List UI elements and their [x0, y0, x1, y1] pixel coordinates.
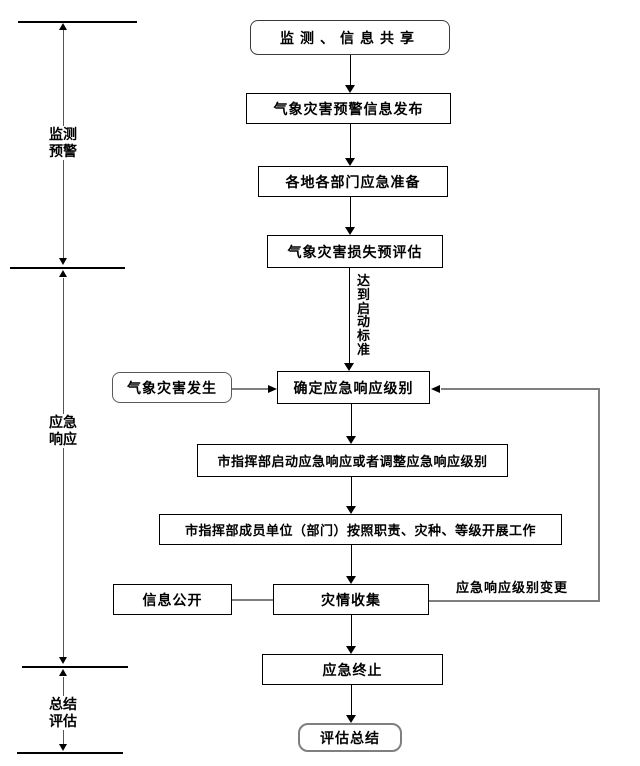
node-monitoring-info-sharing: 监测、信息共享 — [250, 20, 450, 55]
arrow-down-icon — [345, 227, 355, 235]
node-information-disclosure: 信息公开 — [113, 584, 232, 615]
node-members-carry-out-work: 市指挥部成员单位（部门）按照职责、灾种、等级开展工作 — [159, 514, 562, 545]
arrow-down-icon — [346, 506, 356, 514]
arrow-right-icon — [268, 385, 277, 393]
flow-line — [351, 545, 352, 577]
flow-line — [350, 197, 351, 228]
phase-axis-line — [63, 278, 64, 658]
connector-line — [232, 388, 269, 390]
flow-line — [351, 685, 352, 716]
phase-label-summary: 总结 评估 — [46, 696, 80, 730]
phase-label-monitoring: 监测 预警 — [46, 126, 80, 160]
flow-line — [349, 268, 350, 364]
arrow-down-icon — [59, 744, 67, 751]
phase-label-response: 应急 响应 — [46, 414, 80, 448]
flow-line — [350, 55, 351, 86]
node-disaster-info-collection: 灾情收集 — [273, 584, 429, 615]
node-evaluation-summary: 评估总结 — [298, 723, 402, 752]
node-emergency-termination: 应急终止 — [262, 654, 443, 685]
arrow-down-icon — [59, 657, 67, 664]
arrow-down-icon — [345, 158, 355, 166]
arrow-down-icon — [59, 258, 67, 265]
feedback-line-bottom — [429, 600, 600, 602]
arrow-down-icon — [346, 436, 356, 444]
phase-tick-3 — [22, 666, 128, 668]
phase-tick-bottom — [17, 752, 123, 754]
node-warning-info-release: 气象灾害预警信息发布 — [246, 93, 451, 124]
connector-line — [232, 599, 273, 601]
node-disaster-occurs: 气象灾害发生 — [112, 372, 232, 403]
phase-tick-top — [18, 21, 137, 23]
node-determine-response-level: 确定应急响应级别 — [277, 371, 430, 404]
flow-line — [351, 404, 352, 437]
arrow-left-icon — [431, 385, 440, 393]
feedback-line-right — [598, 388, 600, 602]
arrow-down-icon — [346, 646, 356, 654]
flow-line — [351, 477, 352, 507]
arrow-up-icon — [59, 270, 67, 277]
arrow-down-icon — [344, 363, 354, 371]
arrow-down-icon — [345, 85, 355, 93]
phase-tick-2 — [10, 267, 125, 269]
arrow-down-icon — [346, 715, 356, 723]
node-emergency-preparation: 各地各部门应急准备 — [258, 166, 448, 197]
edge-label-level-change: 应急响应级别变更 — [456, 580, 569, 595]
node-start-or-adjust-response: 市指挥部启动应急响应或者调整应急响应级别 — [197, 444, 508, 477]
edge-label-start-criteria: 达到启动标准 — [356, 273, 370, 357]
flow-line — [350, 124, 351, 159]
feedback-line-top — [441, 388, 600, 390]
flow-line — [351, 615, 352, 647]
arrow-down-icon — [346, 576, 356, 584]
arrow-up-icon — [59, 23, 67, 30]
node-loss-preassessment: 气象灾害损失预评估 — [267, 235, 443, 268]
arrow-up-icon — [59, 669, 67, 676]
